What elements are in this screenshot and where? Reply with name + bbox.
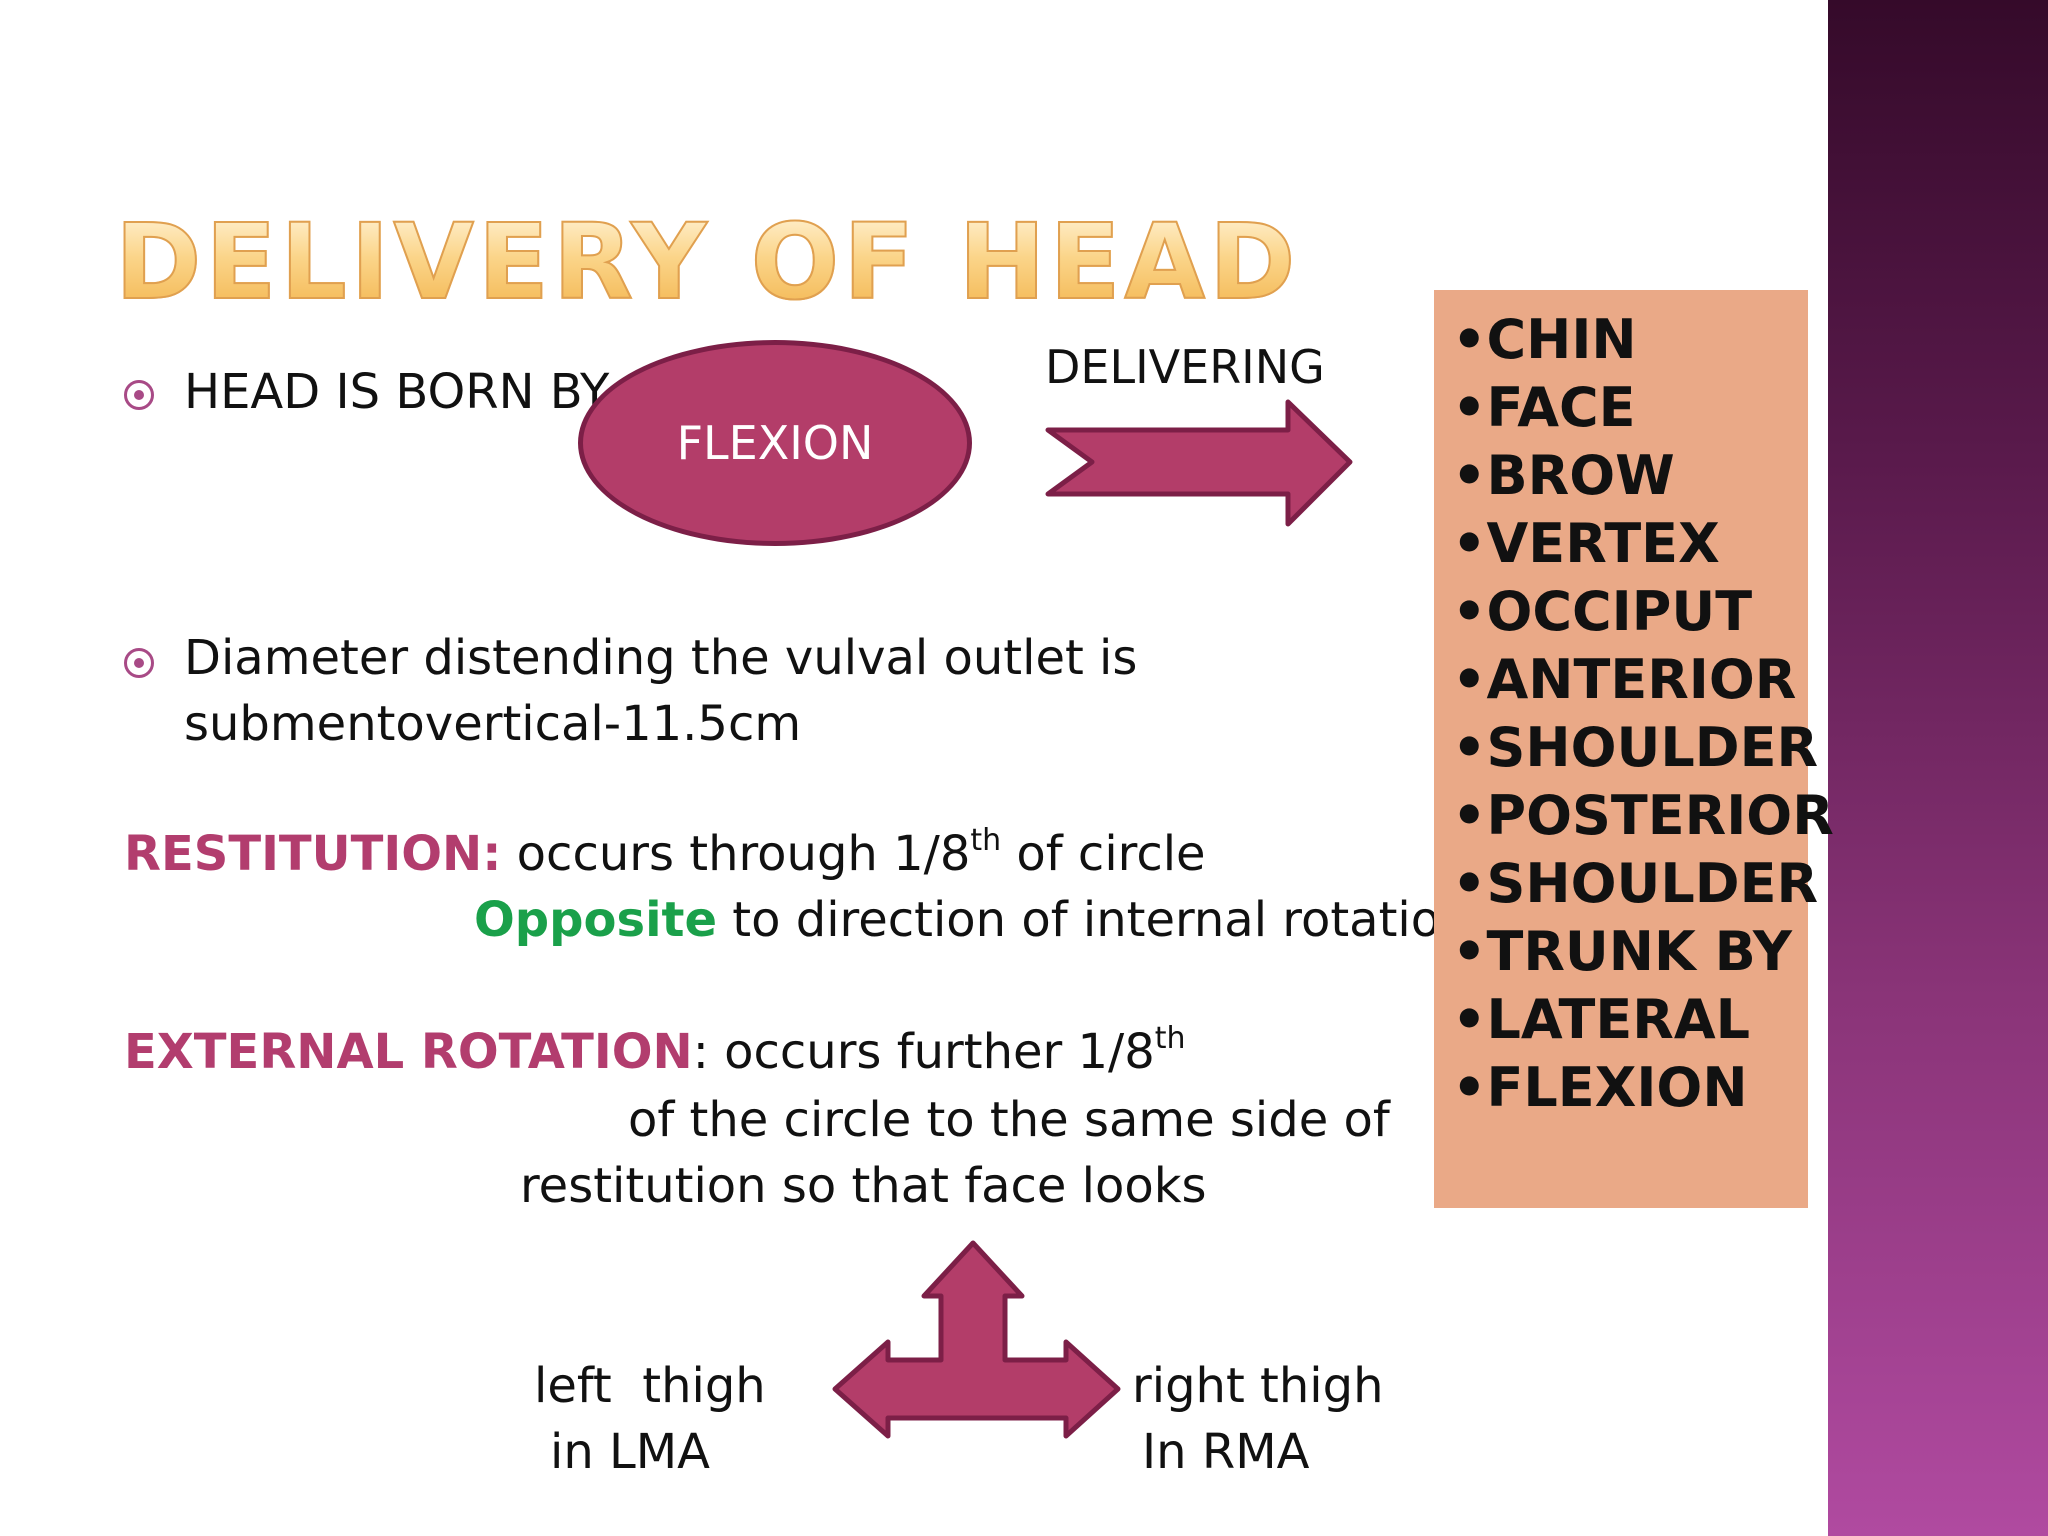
delivering-label: DELIVERING <box>1045 340 1325 394</box>
left-thigh-line2: in LMA <box>550 1424 711 1480</box>
list-item: •CHIN <box>1452 308 1637 371</box>
sequence-box <box>1434 290 1808 1208</box>
opposite-highlight: Opposite <box>474 892 718 948</box>
sequence-list: •CHIN •FACE •BROW •VERTEX •OCCIPUT •ANTE… <box>1452 306 1834 1122</box>
list-item: •TRUNK BY <box>1452 920 1792 983</box>
restitution-line2: Opposite to direction of internal rotati… <box>474 896 1471 944</box>
list-item: •POSTERIOR <box>1452 784 1834 847</box>
bullet-diameter-line1: Diameter distending the vulval outlet is <box>184 630 1138 686</box>
restitution-heading: RESTITUTION: <box>124 826 502 882</box>
restitution-text-after: of circle <box>1001 826 1206 882</box>
list-item: •VERTEX <box>1452 512 1720 575</box>
list-item: •OCCIPUT <box>1452 580 1753 643</box>
list-item: •ANTERIOR <box>1452 648 1797 711</box>
list-item: •BROW <box>1452 444 1675 507</box>
list-item: •FLEXION <box>1452 1056 1748 1119</box>
restitution-text: occurs through 1/8 <box>501 826 971 882</box>
external-rotation-line1: EXTERNAL ROTATION: occurs further 1/8th <box>124 1024 1186 1077</box>
restitution-line2-text: to direction of internal rotation <box>717 892 1471 948</box>
external-rotation-text: : occurs further 1/8 <box>692 1024 1155 1080</box>
slide-title: DELIVERY OF HEAD <box>114 201 1300 323</box>
decorative-sidebar <box>1828 0 2048 1536</box>
right-thigh-line1: right thigh <box>1132 1358 1384 1414</box>
external-rotation-line3: restitution so that face looks <box>520 1158 1207 1214</box>
left-thigh-line1: left thigh <box>534 1358 766 1414</box>
external-rotation-sup: th <box>1154 1021 1186 1056</box>
restitution-line1: RESTITUTION: occurs through 1/8th of cir… <box>124 826 1206 879</box>
bullet-diameter-line2: submentovertical-11.5cm <box>184 696 802 752</box>
right-thigh-line2: In RMA <box>1142 1424 1310 1480</box>
external-rotation-heading: EXTERNAL ROTATION <box>124 1024 693 1080</box>
bullet-icon <box>124 648 154 678</box>
external-rotation-line2: of the circle to the same side of <box>628 1092 1390 1148</box>
list-item: •FACE <box>1452 376 1636 439</box>
flexion-oval <box>578 340 972 546</box>
bullet-head-born: HEAD IS BORN BY <box>184 364 610 420</box>
list-item: •SHOULDER <box>1452 852 1819 915</box>
list-item: •SHOULDER <box>1452 716 1819 779</box>
restitution-sup: th <box>970 823 1002 858</box>
flexion-label: FLEXION <box>676 416 874 470</box>
bullet-icon <box>124 380 154 410</box>
list-item: •LATERAL <box>1452 988 1751 1051</box>
